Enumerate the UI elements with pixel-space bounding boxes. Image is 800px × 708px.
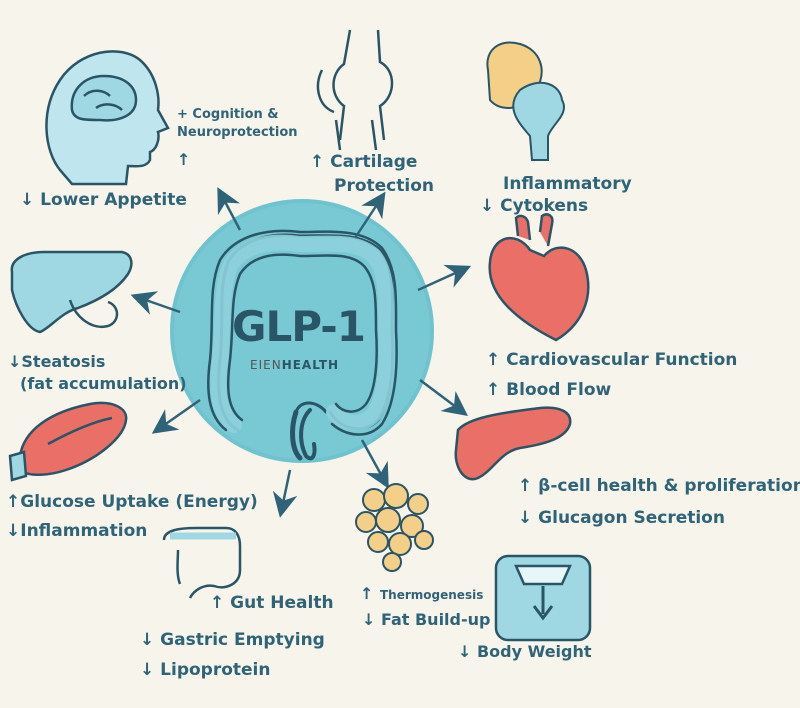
knee-joint-icon bbox=[316, 29, 394, 151]
label-bodyweight: ↓ Body Weight bbox=[458, 642, 592, 661]
label-glucagon: ↓ Glucagon Secretion bbox=[518, 508, 725, 528]
label-glucose: ↑Glucose Uptake (Energy) bbox=[6, 492, 258, 512]
label-cognition-1: + Cognition & bbox=[177, 107, 279, 122]
liver-icon bbox=[10, 250, 133, 334]
fat-cells-icon bbox=[355, 483, 434, 572]
brand-bold: HEALTH bbox=[281, 358, 340, 372]
label-thermo-arrow: ↑ bbox=[360, 584, 374, 603]
label-cartilage-2: Protection bbox=[334, 176, 434, 196]
label-cytokens-1: Inflammatory bbox=[503, 174, 632, 194]
label-cognition-2: Neuroprotection bbox=[177, 125, 298, 140]
label-bloodflow: ↑ Blood Flow bbox=[486, 380, 612, 400]
bone-joint-icon bbox=[486, 41, 565, 161]
label-guthealth: ↑ Gut Health bbox=[210, 593, 334, 613]
label-steatosis-2: (fat accumulation) bbox=[20, 374, 187, 393]
label-cytokens-2: ↓ Cytokens bbox=[480, 196, 589, 216]
center-title: GLP-1 bbox=[232, 302, 366, 351]
arrows bbox=[130, 187, 472, 518]
colon-outline bbox=[207, 229, 398, 461]
label-inflammation: ↓Inflammation bbox=[6, 521, 148, 541]
brand-logo: EIENHEALTH bbox=[250, 358, 339, 372]
label-fat-buildup: ↓ Fat Build-up bbox=[362, 610, 491, 629]
label-cardio: ↑ Cardiovascular Function bbox=[486, 350, 738, 370]
brand-light: EIEN bbox=[250, 358, 282, 372]
label-cartilage-1: ↑ Cartilage bbox=[310, 152, 418, 172]
label-thermo: Thermogenesis bbox=[380, 588, 484, 602]
heart-icon bbox=[488, 213, 590, 342]
brain-head-icon bbox=[45, 50, 170, 186]
muscle-icon bbox=[8, 401, 128, 482]
pancreas-icon bbox=[454, 406, 572, 481]
label-appetite: ↓ Lower Appetite bbox=[20, 190, 187, 210]
label-lipoprotein: ↓ Lipoprotein bbox=[140, 660, 271, 680]
scale-icon bbox=[494, 554, 592, 642]
label-gastric: ↓ Gastric Emptying bbox=[140, 630, 325, 650]
label-steatosis-1: ↓Steatosis bbox=[8, 352, 106, 371]
intestine-icon bbox=[162, 526, 242, 599]
colon-tube bbox=[210, 234, 395, 433]
label-cognition-arrow: ↑ bbox=[177, 150, 191, 169]
label-betacell: ↑ β-cell health & proliferation bbox=[518, 476, 800, 496]
